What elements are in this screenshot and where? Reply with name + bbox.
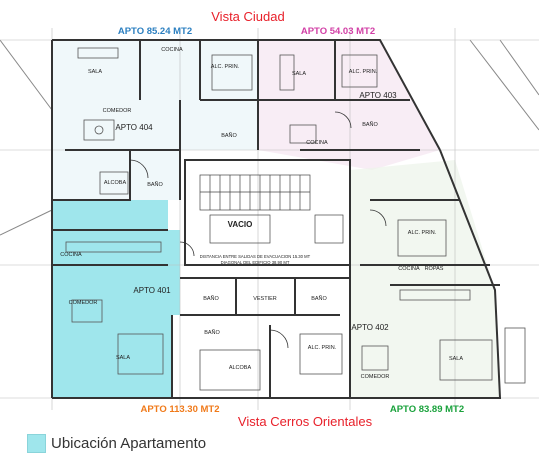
doors: [129, 111, 387, 349]
site-boundary-lines: [0, 39, 539, 236]
apartment-401-highlight: [52, 200, 180, 398]
room-bano-404b: BAÑO: [147, 181, 163, 188]
room-bano-401a: BAÑO: [203, 295, 219, 302]
room-alcoba-404: ALCOBA: [104, 180, 127, 186]
legend-label: Ubicación Apartamento: [51, 434, 207, 452]
top-view-title: Vista Ciudad: [211, 9, 284, 24]
room-bano-404: BAÑO: [221, 132, 237, 139]
room-alc-prin-403: ALC. PRIN.: [349, 69, 378, 75]
room-cocina-404: COCINA: [161, 47, 183, 53]
room-labels: SALA COCINA ALC. PRIN. COMEDOR BAÑO ALCO…: [60, 47, 463, 380]
room-bano-401b: BAÑO: [311, 295, 327, 302]
room-alc-prin-401: ALC. PRIN.: [308, 345, 337, 351]
unit-label-apto-403: APTO 403: [359, 91, 397, 100]
legend-swatch: [27, 433, 46, 453]
room-alc-prin-404: ALC. PRIN.: [211, 64, 240, 70]
core-void-label: VACIO: [228, 220, 253, 229]
bottom-view-title: Vista Cerros Orientales: [238, 414, 373, 429]
room-alc-prin-402: ALC. PRIN.: [408, 230, 437, 236]
apartment-402-tint: [350, 160, 500, 398]
furniture: [65, 47, 526, 391]
room-ropas-402: ROPAS: [425, 266, 444, 272]
room-sala-401: SALA: [116, 355, 130, 361]
room-cocina-402: COCINA: [398, 266, 420, 272]
room-bano-401c: BAÑO: [204, 329, 220, 336]
walls: [51, 39, 502, 399]
area-label-apto-401: APTO 113.30 MT2: [140, 404, 219, 415]
unit-label-apto-404: APTO 404: [115, 123, 153, 132]
apartment-403-tint: [258, 40, 440, 170]
room-bano-403: BAÑO: [362, 121, 378, 128]
room-sala-402: SALA: [449, 356, 463, 362]
room-alcoba-401: ALCOBA: [229, 365, 252, 371]
area-label-apto-403: APTO 54.03 MT2: [301, 26, 375, 37]
area-label-apto-404: APTO 85.24 MT2: [118, 26, 192, 37]
evacuation-note-line2: DIAGONAL DEL EDIFICIO 38.90 MT: [221, 260, 290, 265]
unit-label-apto-402: APTO 402: [351, 323, 389, 332]
evacuation-note-line1: DISTANCIA ENTRE SALIDAS DE EVACUACION 15…: [200, 254, 311, 259]
stair: [199, 174, 344, 244]
room-comedor-402: COMEDOR: [361, 374, 390, 380]
area-label-apto-402: APTO 83.89 MT2: [390, 404, 464, 415]
apartment-404-tint: [52, 40, 258, 200]
unit-label-apto-401: APTO 401: [133, 286, 171, 295]
legend: Ubicación Apartamento: [27, 431, 206, 455]
room-vestier-401: VESTIER: [253, 296, 277, 302]
room-comedor-404: COMEDOR: [103, 108, 132, 114]
room-comedor-401: COMEDOR: [69, 300, 98, 306]
room-sala-403: SALA: [292, 71, 306, 77]
room-cocina-401: COCINA: [60, 252, 82, 258]
room-cocina-403: COCINA: [306, 140, 328, 146]
room-sala-404: SALA: [88, 69, 102, 75]
